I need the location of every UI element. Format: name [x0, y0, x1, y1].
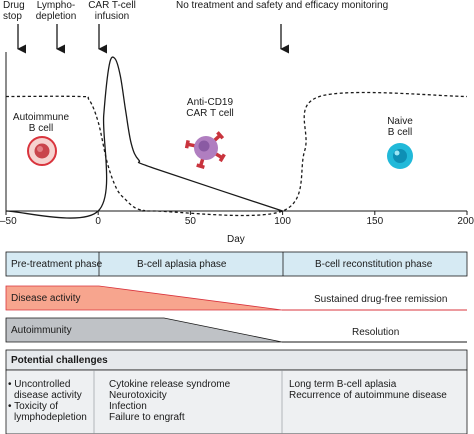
challenges-pre-list: • Uncontrolled disease activity • Toxici… — [8, 379, 87, 423]
list-item: • Toxicity of — [8, 401, 58, 412]
car-receptor-head — [216, 131, 225, 140]
car-receptor — [214, 152, 223, 159]
x-tick-label: 0 — [95, 216, 101, 227]
list-item: lymphodepletion — [14, 412, 87, 423]
lymphodepletion-label: Lympho-depletion — [35, 0, 77, 22]
car-t-cell-icon — [184, 131, 226, 170]
list-item: Failure to engraft — [109, 412, 185, 423]
naive-b-cell-icon — [387, 143, 413, 169]
list-item: Long term B-cell aplasia — [289, 379, 397, 390]
x-tick-label: –50 — [0, 216, 17, 227]
b-cell-aplasia-phase-label: B-cell aplasia phase — [137, 259, 227, 270]
phase-header-bar — [5, 251, 468, 277]
list-item: Infection — [109, 401, 147, 412]
x-axis-title: Day — [227, 234, 245, 245]
challenges-aplasia-list: Cytokine release syndrome Neurotoxicity … — [109, 379, 230, 423]
remission-label: Sustained drug-free remission — [314, 294, 448, 305]
resolution-label: Resolution — [352, 327, 400, 338]
disease-activity-label: Disease activity — [11, 293, 81, 304]
challenges-body — [5, 369, 468, 434]
autoimmune-b-cell-icon — [27, 136, 57, 166]
b-cell-reconstitution-phase-label: B-cell reconstitution phase — [315, 259, 433, 270]
pre-treatment-phase-label: Pre-treatment phase — [11, 259, 103, 270]
list-item: Cytokine release syndrome — [109, 379, 231, 390]
list-item: disease activity — [14, 390, 82, 401]
x-tick-label: 200 — [457, 216, 474, 227]
car-receptor — [188, 142, 196, 148]
car-receptor-head — [218, 153, 226, 163]
car-receptor — [213, 134, 221, 142]
x-tick-label: 150 — [366, 216, 384, 227]
b-cell-count-curve — [5, 91, 468, 217]
x-tick-label: 100 — [274, 216, 291, 227]
car-t-expansion-curve — [5, 56, 283, 219]
list-item: Neurotoxicity — [109, 390, 167, 401]
car-receptor — [199, 158, 205, 166]
autoimmunity-label: Autoimmunity — [11, 325, 72, 336]
monitoring-label: No treatment and safety and efficacy mon… — [176, 0, 389, 11]
x-tick-label: 50 — [184, 216, 196, 227]
list-item: • Uncontrolled — [8, 379, 71, 390]
car-receptor-head — [196, 163, 205, 170]
challenges-title: Potential challenges — [11, 355, 108, 366]
challenges-reconstitution-list: Long term B-cell aplasia Recurrence of a… — [289, 379, 447, 401]
car-receptor-head — [184, 140, 190, 149]
list-item: Recurrence of autoimmune disease — [289, 390, 447, 401]
